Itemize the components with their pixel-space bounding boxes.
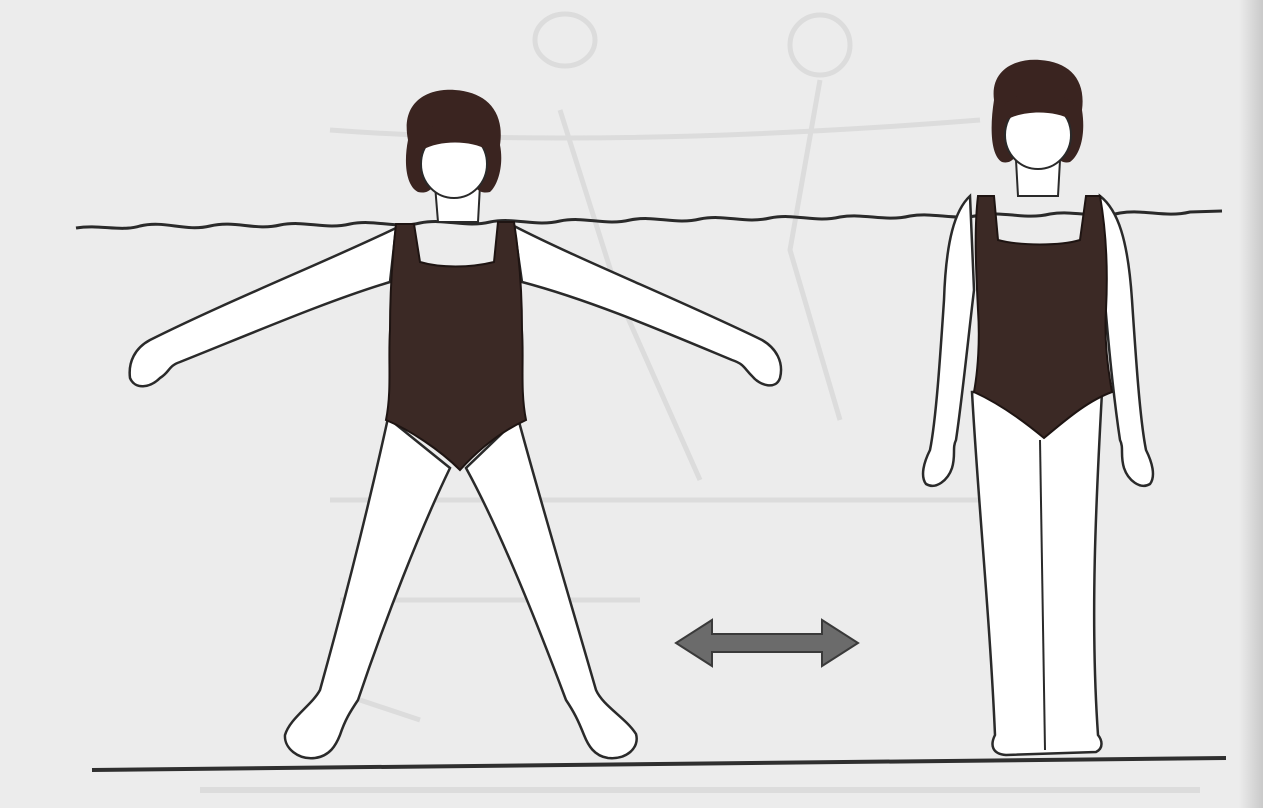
left-figure-left-leg bbox=[466, 418, 637, 758]
pool-floor-line bbox=[92, 758, 1226, 770]
page-edge-shadow bbox=[1239, 0, 1263, 808]
person-star-jump-icon bbox=[130, 90, 781, 758]
right-figure-legs bbox=[972, 392, 1102, 755]
double-headed-arrow-icon bbox=[676, 620, 858, 666]
right-figure-swimsuit bbox=[974, 196, 1112, 438]
right-figure-right-arm bbox=[923, 196, 974, 486]
water-surface-line bbox=[76, 211, 1222, 228]
person-standing-icon bbox=[923, 60, 1153, 755]
left-figure-right-arm bbox=[130, 228, 396, 386]
left-figure-right-leg bbox=[285, 418, 450, 758]
right-figure-left-arm bbox=[1100, 196, 1153, 486]
